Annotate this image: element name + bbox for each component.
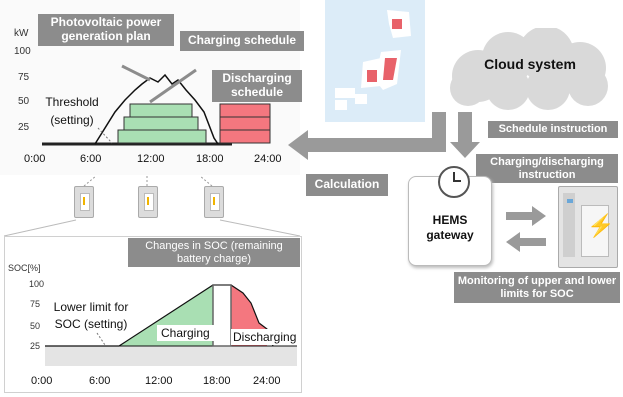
charging-label: Charging (157, 325, 214, 341)
y-tick-label: 25 (18, 122, 30, 133)
x-tick-label: 0:00 (31, 375, 53, 387)
battery-icon (204, 186, 224, 218)
cloud-icon (450, 28, 608, 110)
cloud-system-label: Cloud system (484, 56, 576, 72)
y-unit-label: SOC[%] (8, 263, 41, 273)
below-limit-band (45, 346, 297, 366)
japan-map (325, 0, 425, 122)
japan-map-shapes (335, 10, 411, 110)
x-tick-label: 24:00 (253, 375, 281, 387)
top-chart: kW 100 75 50 25 0:00 6:00 12:00 18:00 24… (0, 0, 304, 175)
pointer-line (121, 64, 151, 82)
y-tick-label: 50 (18, 96, 30, 107)
x-tick-label: 12:00 (145, 375, 173, 387)
calculation-arrow (288, 112, 446, 160)
y-tick-label: 100 (29, 279, 45, 289)
storage-battery-unit: ⚡ (558, 186, 618, 268)
charging-schedule-label: Charging schedule (180, 31, 304, 51)
x-tick-label: 18:00 (196, 153, 224, 165)
lightning-icon: ⚡ (587, 213, 615, 238)
y-unit-label: kW (14, 28, 29, 39)
x-tick-label: 6:00 (89, 375, 111, 387)
pointer-line (97, 127, 113, 144)
soc-curve (45, 284, 274, 347)
hems-gateway-label: HEMS gateway (426, 213, 474, 242)
soc-chart-title: Changes in SOC (remaining battery charge… (128, 238, 300, 268)
x-tick-label: 6:00 (80, 153, 102, 165)
monitoring-arrow (506, 232, 546, 252)
discharging-block (219, 129, 271, 144)
battery-icon (74, 186, 94, 218)
discharging-schedule-label: Discharging schedule (212, 70, 302, 102)
pv-generation-curve (94, 73, 219, 145)
calculation-label: Calculation (306, 174, 388, 196)
schedule-instruction-arrow (450, 112, 480, 158)
x-tick-label: 12:00 (137, 153, 165, 165)
charging-block (117, 129, 207, 144)
y-tick-label: 75 (18, 72, 30, 83)
battery-icon (138, 186, 158, 218)
pv-plan-label: Photovoltaic power generation plan (38, 14, 174, 46)
threshold-label: Threshold (setting) (45, 95, 99, 127)
connector-lines (3, 175, 300, 237)
schedule-instruction-label: Schedule instruction (488, 121, 618, 138)
top-chart-plot (42, 64, 271, 146)
y-tick-label: 50 (30, 321, 41, 331)
charge-discharge-instruction-label: Charging/discharging instruction (476, 154, 618, 184)
clock-icon (438, 166, 470, 198)
lower-limit-label: Lower limit for SOC (setting) (53, 300, 129, 331)
monitoring-label: Monitoring of upper and lower limits for… (454, 272, 620, 304)
y-tick-label: 100 (14, 46, 31, 57)
pointer-line (149, 68, 197, 104)
y-tick-label: 25 (30, 341, 41, 351)
pointer-line (96, 332, 106, 346)
x-tick-label: 24:00 (254, 153, 282, 165)
x-tick-label: 0:00 (24, 153, 46, 165)
y-tick-label: 75 (30, 299, 41, 309)
x-tick-label: 18:00 (203, 375, 231, 387)
discharging-label: Discharging (231, 329, 299, 345)
instruction-arrow (506, 206, 546, 226)
peak-bracket (212, 284, 232, 347)
